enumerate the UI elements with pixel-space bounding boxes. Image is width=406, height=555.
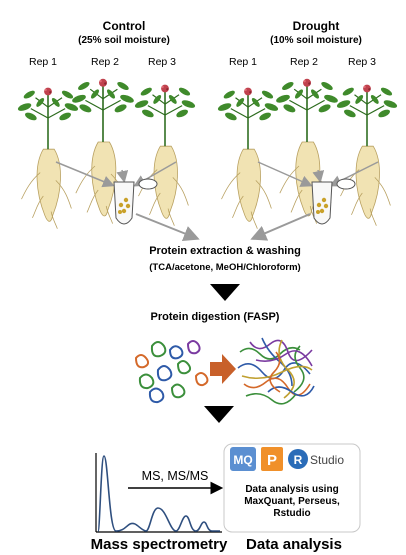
extraction-detail: (TCA/acetone, MeOH/Chloroform) [149,262,301,273]
svg-text:R: R [294,453,303,467]
svg-text:MQ: MQ [233,453,252,467]
control-rep-2-label: Rep 2 [90,56,120,68]
step-arrow-1 [210,284,240,301]
analysis-text-line-1: Data analysis using [245,484,339,495]
control-subtitle: (25% soil moisture) [78,35,170,46]
arrow-control-to-extraction [135,213,200,241]
ms-caption: Mass spectrometry [90,536,228,553]
arrow-drought-to-extraction [250,213,311,241]
drought-rep-2-label: Rep 2 [289,56,319,68]
control-title: Control [102,19,146,33]
svg-text:Studio: Studio [310,453,344,467]
arrow-drought-2 [312,169,325,183]
control-rep-1-label: Rep 1 [28,56,58,68]
step-arrow-2 [204,406,234,423]
protein-mixture [134,340,209,404]
rstudio-icon: R Studio [288,449,344,469]
analysis-text-line-3: Rstudio [273,508,311,519]
arrow-control-1 [55,161,115,188]
svg-text:P: P [267,452,277,469]
drought-plant-1 [216,86,280,230]
analysis-text-line-2: MaxQuant, Perseus, [244,496,340,507]
drought-sample-tube [311,178,356,225]
drought-rep-1-label: Rep 1 [228,56,258,68]
perseus-icon: P [261,447,283,471]
maxquant-icon: MQ [230,447,256,471]
control-sample-tube [113,178,158,225]
extraction-title: Protein extraction & washing [149,245,301,257]
control-plant-1 [16,86,80,230]
drought-subtitle: (10% soil moisture) [270,35,362,46]
drought-plant-3 [335,83,399,227]
digestion-arrow [210,354,236,384]
drought-title: Drought [292,19,340,33]
control-rep-3-label: Rep 3 [147,56,177,68]
analysis-box [223,443,361,533]
arrow-control-2 [116,169,129,183]
mass-spectrum [95,453,222,533]
digestion-title: Protein digestion (FASP) [150,311,280,323]
peptide-mixture [237,337,315,405]
control-plant-3 [133,83,197,227]
arrow-drought-1 [257,161,313,187]
analysis-caption: Data analysis [246,536,342,553]
ms-arrow-label: MS, MS/MS [141,469,209,483]
drought-rep-3-label: Rep 3 [347,56,377,68]
